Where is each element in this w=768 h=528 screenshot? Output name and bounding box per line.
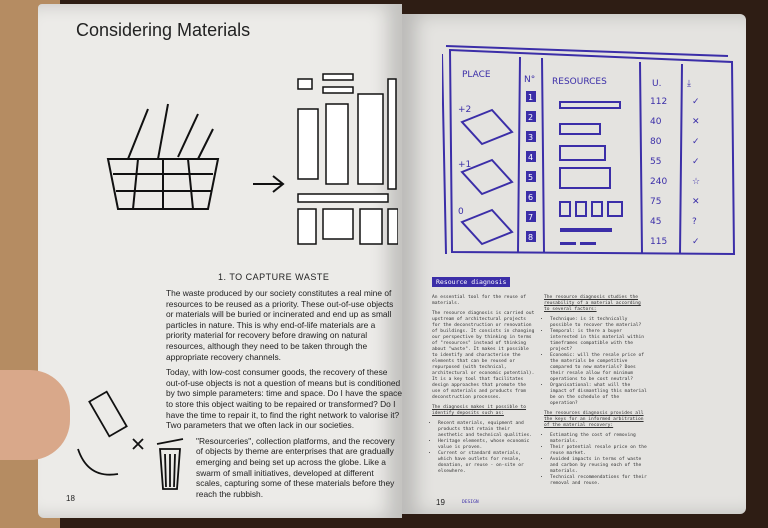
paragraph: "Resourceries", collection platforms, an… — [196, 435, 395, 499]
sketch-header-units: U. — [652, 79, 661, 89]
bullet: Estimating the cost of removing material… — [550, 433, 648, 445]
row-status: ✓ — [692, 237, 700, 247]
row-status: ✓ — [692, 97, 700, 107]
bullet: Current or standard materials, which hav… — [438, 451, 536, 475]
floor-label: 0 — [458, 207, 464, 217]
row-number: 5 — [528, 173, 533, 182]
bullet: Economic: will the resale price of the m… — [550, 353, 648, 383]
bullet: Avoided impacts in terms of waste and ca… — [550, 457, 648, 475]
floor-label: +1 — [458, 160, 471, 170]
col1-lead: The diagnosis makes it possible to ident… — [432, 405, 527, 416]
column-1: An essential tool for the reuse of mater… — [432, 295, 536, 479]
row-number: 4 — [528, 153, 533, 162]
col1-body: The resource diagnosis is carried out up… — [432, 311, 535, 400]
bullet: Organisational: what will the impact of … — [550, 383, 648, 407]
bullet: Their potential resale price on the reus… — [550, 445, 648, 457]
page-title: Considering Materials — [76, 20, 251, 40]
number-box — [526, 111, 536, 122]
row-number: 2 — [528, 113, 533, 122]
row-units: 115 — [650, 237, 667, 247]
row-status: ✓ — [692, 137, 700, 147]
row-units: 80 — [650, 137, 662, 147]
row-units: 112 — [650, 97, 667, 107]
row-units: 240 — [650, 177, 667, 187]
bullet: Technical recommendations for their remo… — [550, 475, 648, 487]
page-number: 18 — [66, 494, 75, 503]
waste-basket-illustration — [106, 73, 398, 245]
row-number: 6 — [528, 193, 533, 202]
sketch-header-number: N° — [524, 75, 535, 85]
col1-intro: An essential tool for the reuse of mater… — [432, 295, 527, 306]
number-box — [526, 231, 536, 242]
floor-label: +2 — [458, 105, 471, 115]
row-status: ✕ — [692, 117, 700, 127]
row-units: 40 — [650, 117, 662, 127]
paragraph: The waste produced by our society consti… — [166, 288, 394, 362]
row-status: ✕ — [692, 197, 700, 207]
row-status: ✓ — [692, 157, 700, 167]
row-status: ? — [692, 217, 697, 227]
bullet: Temporal: is there a buyer interested in… — [550, 329, 648, 353]
body-text: The waste produced by our society consti… — [166, 288, 402, 504]
number-box — [526, 191, 536, 202]
col2-lead: The resource diagnosis studies the reusa… — [544, 295, 641, 312]
row-units: 75 — [650, 197, 661, 207]
bullet: Recent materials, equipment and products… — [438, 421, 536, 439]
col2-bullets: Technique: is it technically possible to… — [544, 317, 648, 407]
row-number: 8 — [528, 233, 533, 242]
section-heading: 1. TO CAPTURE WASTE — [218, 272, 330, 282]
paragraph: Today, with low-cost consumer goods, the… — [166, 367, 403, 431]
number-box — [526, 171, 536, 182]
column-2: The resource diagnosis studies the reusa… — [544, 295, 648, 491]
running-head: DESIGN — [462, 500, 479, 505]
number-box — [526, 91, 536, 102]
page-number: 19 — [436, 498, 445, 507]
hand — [0, 370, 70, 460]
bullet: Technique: is it technically possible to… — [550, 317, 648, 329]
number-box — [526, 211, 536, 222]
number-box — [526, 131, 536, 142]
number-box — [526, 151, 536, 162]
col2-lead2: The resources diagnosis provides all the… — [544, 411, 644, 428]
col1-bullets: Recent materials, equipment and products… — [432, 421, 536, 475]
section-badge: Resource diagnosis — [432, 277, 511, 287]
row-units: 45 — [650, 217, 661, 227]
sketch-header-place: PLACE — [462, 70, 491, 80]
row-number: 7 — [528, 213, 533, 222]
bullet: Heritage elements, whose economic value … — [438, 439, 536, 451]
trash-can-illustration — [77, 390, 184, 490]
download-icon: ⤓ — [687, 79, 691, 89]
row-number: 3 — [528, 133, 533, 142]
sketch-header-resources: RESOURCES — [552, 77, 607, 87]
row-units: 55 — [650, 157, 661, 167]
row-number: 1 — [528, 93, 533, 102]
row-status: ☆ — [692, 177, 700, 187]
left-page: Considering Materials 1. TO CAPTURE WAST… — [38, 4, 402, 518]
col2-bullets2: Estimating the cost of removing material… — [544, 433, 648, 487]
